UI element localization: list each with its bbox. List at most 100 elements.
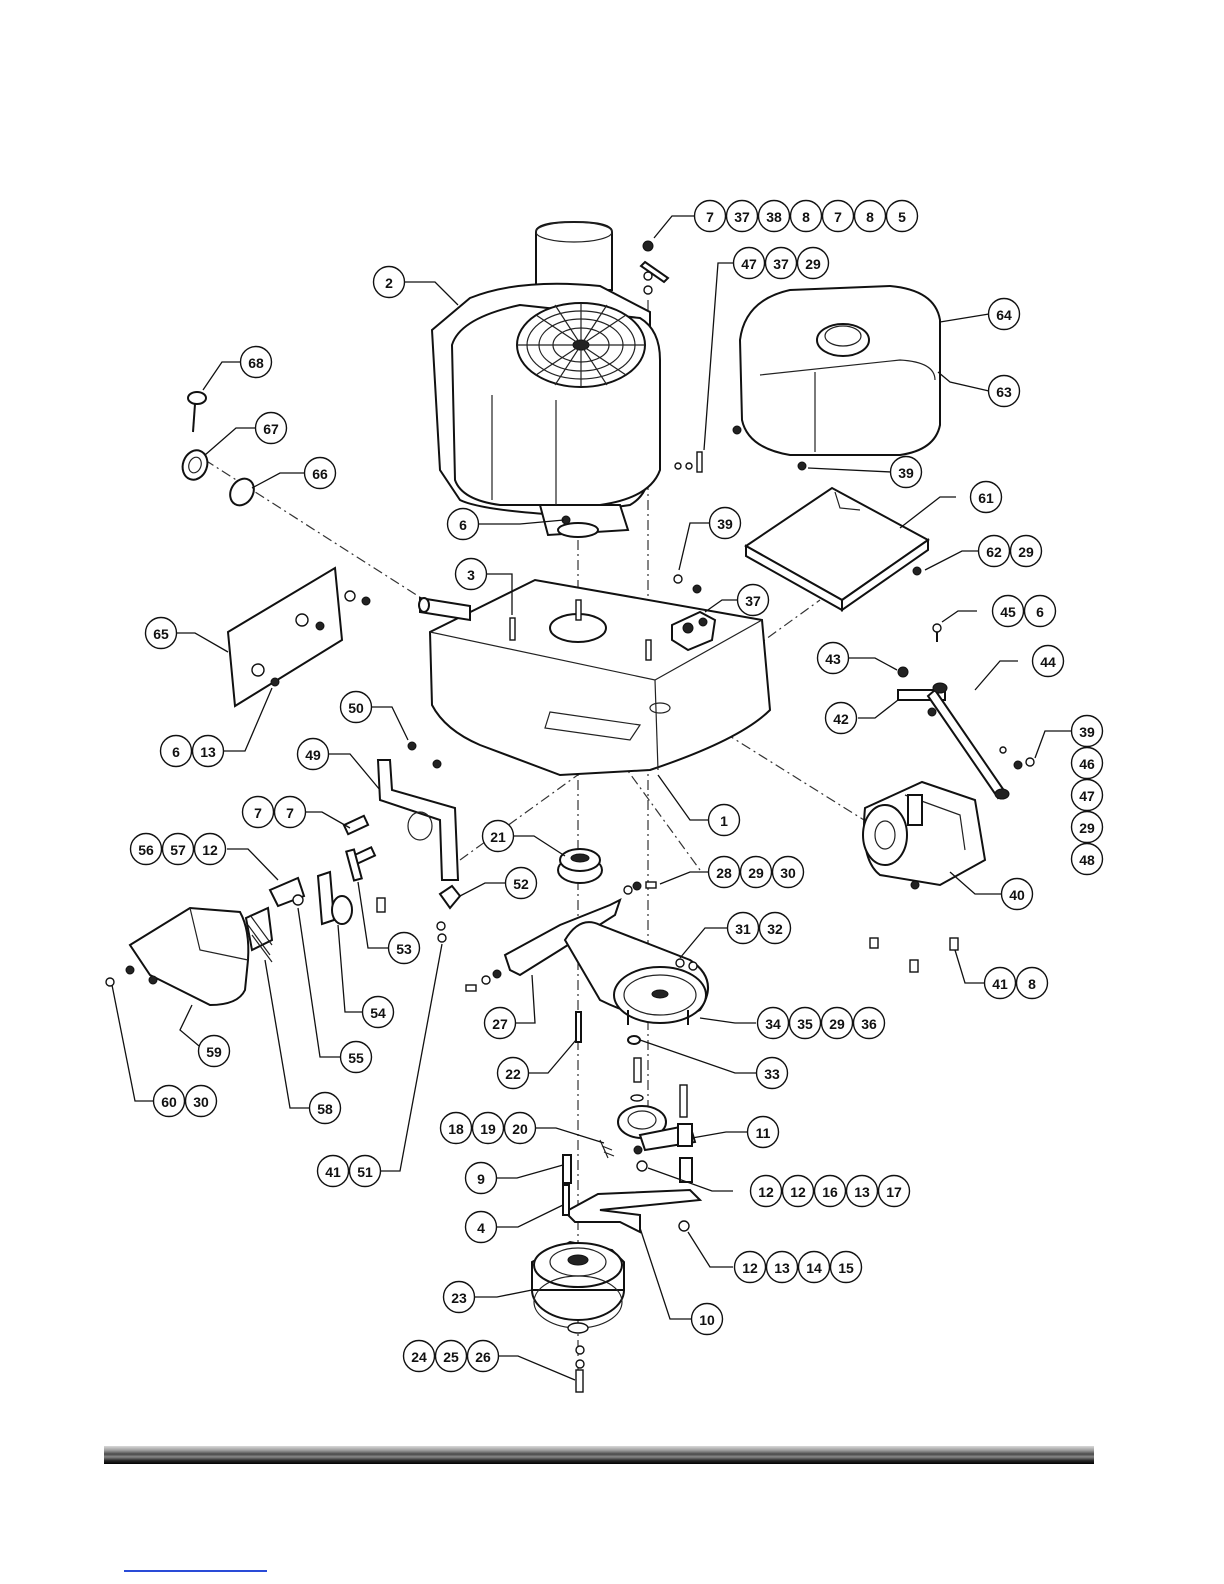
callout-bubble: 52	[506, 868, 537, 899]
callout-bubble: 46	[1072, 748, 1103, 779]
callout-label: 39	[898, 465, 914, 481]
callout-label: 24	[411, 1349, 427, 1365]
callout-label: 28	[716, 865, 732, 881]
callout-label: 51	[357, 1164, 373, 1180]
callout-bubble: 53	[389, 933, 420, 964]
callout-label: 6	[1036, 604, 1044, 620]
callout-label: 60	[161, 1094, 177, 1110]
callout-label: 4	[477, 1220, 485, 1236]
callout-bubble: 16	[815, 1176, 846, 1207]
callout-bubble: 40	[1002, 879, 1033, 910]
callout-label: 18	[448, 1121, 464, 1137]
callout-label: 6	[459, 517, 467, 533]
callout-bubble: 58	[310, 1093, 341, 1124]
callout-bubble: 47	[1072, 780, 1103, 811]
callout-label: 12	[202, 842, 218, 858]
callout-bubble: 2	[374, 267, 405, 298]
control-bracket	[344, 742, 460, 942]
callout-label: 7	[706, 209, 714, 225]
callout-label: 20	[512, 1121, 528, 1137]
callout-bubble: 44	[1033, 646, 1064, 677]
callout-label: 29	[748, 865, 764, 881]
callout-label: 30	[780, 865, 796, 881]
callout-label: 36	[861, 1016, 877, 1032]
callout-label: 50	[348, 700, 364, 716]
callout-bubble: 24	[404, 1341, 435, 1372]
callout-label: 13	[774, 1260, 790, 1276]
callout-label: 3	[467, 567, 475, 583]
callout-label: 39	[717, 516, 733, 532]
callout-bubble: 68	[241, 347, 272, 378]
callout-label: 62	[986, 544, 1002, 560]
callout-label: 63	[996, 384, 1012, 400]
callout-bubble: 56	[131, 834, 162, 865]
callout-bubble: 12	[735, 1252, 766, 1283]
callout-label: 37	[745, 593, 761, 609]
callout-bubble: 35	[790, 1008, 821, 1039]
callout-label: 2	[385, 275, 393, 291]
callout-bubble: 17	[879, 1176, 910, 1207]
callout-label: 67	[263, 421, 279, 437]
callout-bubble: 48	[1072, 844, 1103, 875]
callout-label: 30	[193, 1094, 209, 1110]
callout-bubble: 1	[709, 805, 740, 836]
callout-label: 61	[978, 490, 994, 506]
electric-clutch	[532, 1242, 624, 1392]
footer-link-underline[interactable]	[124, 1570, 267, 1572]
callout-bubble: 8	[791, 201, 822, 232]
callout-bubble: 50	[341, 692, 372, 723]
callout-label: 55	[348, 1050, 364, 1066]
callout-label: 29	[1079, 820, 1095, 836]
callout-bubble: 33	[757, 1058, 788, 1089]
callout-bubble: 29	[798, 248, 829, 279]
callout-label: 12	[742, 1260, 758, 1276]
callout-label: 16	[822, 1184, 838, 1200]
callout-bubble: 41	[985, 968, 1016, 999]
callout-label: 56	[138, 842, 154, 858]
callout-bubble: 15	[831, 1252, 862, 1283]
belt-guard	[106, 908, 248, 1005]
callout-label: 29	[829, 1016, 845, 1032]
callout-bubble: 11	[748, 1117, 779, 1148]
callout-bubble: 67	[256, 413, 287, 444]
callout-label: 13	[200, 744, 216, 760]
callout-bubble: 6	[448, 509, 479, 540]
callout-bubble: 34	[758, 1008, 789, 1039]
callout-bubble: 23	[444, 1282, 475, 1313]
callout-label: 9	[477, 1171, 485, 1187]
callout-bubble: 55	[341, 1042, 372, 1073]
callout-bubble: 63	[989, 376, 1020, 407]
callout-label: 44	[1040, 654, 1056, 670]
callout-bubble: 10	[692, 1304, 723, 1335]
callout-bubble: 65	[146, 618, 177, 649]
callout-label: 25	[443, 1349, 459, 1365]
callout-bubble: 26	[468, 1341, 499, 1372]
callout-label: 58	[317, 1101, 333, 1117]
callout-label: 38	[766, 209, 782, 225]
callout-label: 65	[153, 626, 169, 642]
dipstick-and-seals	[179, 392, 259, 510]
callout-bubble: 60	[154, 1086, 185, 1117]
callout-label: 32	[767, 921, 783, 937]
callout-label: 64	[996, 307, 1012, 323]
idler-linkage	[246, 849, 385, 962]
callout-bubble: 13	[847, 1176, 878, 1207]
callout-bubble: 22	[498, 1058, 529, 1089]
callout-label: 12	[790, 1184, 806, 1200]
callout-bubble: 19	[473, 1113, 504, 1144]
callout-label: 35	[797, 1016, 813, 1032]
callout-label: 43	[825, 651, 841, 667]
callout-label: 49	[305, 747, 321, 763]
callout-bubble: 62	[979, 536, 1010, 567]
callout-bubble: 29	[1011, 536, 1042, 567]
callout-bubble: 13	[193, 736, 224, 767]
callout-bubble: 30	[773, 857, 804, 888]
callout-label: 37	[734, 209, 750, 225]
callout-bubble: 37	[727, 201, 758, 232]
callout-label: 7	[254, 805, 262, 821]
callout-label: 15	[838, 1260, 854, 1276]
main-chassis	[419, 580, 770, 775]
callout-bubble: 8	[1017, 968, 1048, 999]
callout-bubble: 7	[695, 201, 726, 232]
